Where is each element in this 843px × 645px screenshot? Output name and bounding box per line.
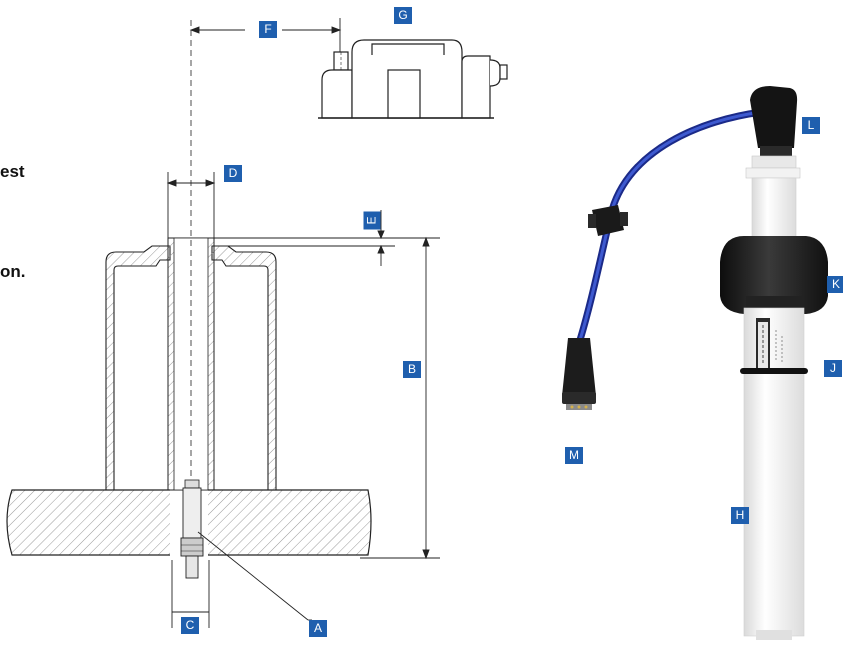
central-tube (167, 20, 215, 491)
connector-top-view (318, 39, 508, 119)
label-k: K (827, 276, 843, 293)
side-text-line-2: on. (0, 262, 26, 281)
label-a: A (309, 620, 327, 637)
label-b: B (403, 361, 421, 378)
side-text-line-1: est (0, 162, 25, 181)
label-e: E (363, 211, 381, 230)
sensor-tip-drawing (180, 479, 204, 579)
label-m: M (565, 447, 583, 464)
label-g: G (394, 7, 412, 24)
label-j: J (824, 360, 842, 377)
dimension-lines (166, 18, 440, 628)
label-d: D (224, 165, 242, 182)
label-c: C (181, 617, 199, 634)
label-l: L (802, 117, 820, 134)
label-h: H (731, 507, 749, 524)
probe-illustration (562, 86, 828, 640)
label-f: F (259, 21, 277, 38)
